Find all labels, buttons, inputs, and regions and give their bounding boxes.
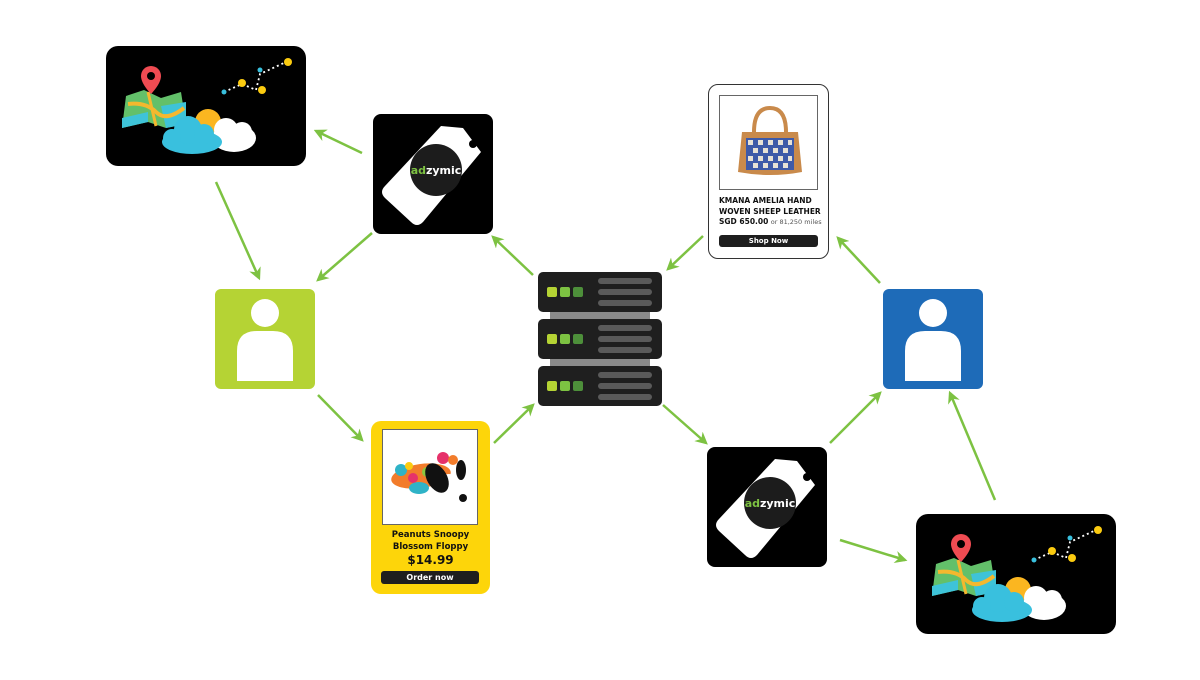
arrow-tag-bottom-to-user-right: [829, 391, 882, 444]
product-title-line1: KMANA AMELIA HAND: [719, 196, 812, 205]
ad-bag: KMANA AMELIA HAND WOVEN SHEEP LEATHER SG…: [708, 84, 829, 259]
user-icon: [237, 299, 293, 381]
arrow-server-to-tag-top: [491, 235, 534, 276]
product-title: KMANA AMELIA HAND WOVEN SHEEP LEATHER: [719, 195, 829, 217]
location-weather-icon: [122, 58, 292, 154]
arrow-context-card-bottom-to-user-right: [948, 390, 997, 501]
context-card-top: [106, 46, 306, 166]
product-price: SGD 650.00: [719, 217, 769, 226]
brand-ad: ad: [744, 496, 760, 510]
product-image-snoopy: [382, 429, 478, 525]
user-left: [215, 289, 315, 389]
adzymic-logo: adzymic: [410, 144, 462, 196]
ad-server: [538, 272, 662, 408]
cloud-white-icon: [1022, 586, 1066, 620]
adzymic-tag-top: adzymic: [373, 114, 493, 234]
handbag-image: [738, 105, 802, 175]
arrow-server-to-tag-bottom: [662, 404, 708, 445]
arrow-user-left-to-ad-snoopy: [317, 394, 364, 442]
adzymic-logo: adzymic: [744, 477, 796, 529]
product-title-line2: Blossom Floppy: [392, 542, 469, 552]
server-unit-1: [538, 272, 662, 312]
location-weather-icon: [932, 526, 1102, 622]
user-right: [883, 289, 983, 389]
arrow-ad-bag-to-server: [666, 235, 704, 271]
arrow-tag-top-to-user-left: [316, 232, 373, 282]
ad-snoopy: Peanuts Snoopy Blossom Floppy $14.99 Ord…: [371, 421, 490, 594]
cloud-white-icon: [212, 118, 256, 152]
arrow-ad-snoopy-to-server: [493, 403, 535, 444]
route-dots-icon: [221, 58, 292, 95]
server-unit-3: [538, 366, 662, 406]
context-card-bottom: [916, 514, 1116, 634]
arrow-context-card-top-to-user-left: [214, 181, 261, 281]
product-price: $14.99: [407, 553, 454, 567]
product-title-line2: WOVEN SHEEP LEATHER: [719, 207, 821, 216]
cloud-blue-icon: [162, 116, 222, 154]
arrow-user-right-to-ad-bag: [836, 236, 881, 284]
cloud-blue-icon: [972, 584, 1032, 622]
location-pin-icon: [141, 66, 161, 94]
product-title: Peanuts Snoopy Blossom Floppy: [371, 529, 490, 553]
server-unit-2: [538, 319, 662, 359]
brand-ad: ad: [410, 163, 426, 177]
order-now-button[interactable]: Order now: [381, 571, 479, 584]
route-dots-icon: [1031, 526, 1102, 563]
brand-zymic: zymic: [425, 163, 462, 177]
user-icon: [905, 299, 961, 381]
product-image-bag: [719, 95, 818, 190]
location-pin-icon: [951, 534, 971, 562]
product-price-miles: or 81,250 miles: [770, 218, 822, 226]
snoopy-plush-image: [391, 452, 467, 502]
map-icon: [122, 90, 186, 128]
brand-zymic: zymic: [759, 496, 796, 510]
adzymic-tag-bottom: adzymic: [707, 447, 827, 567]
arrow-tag-top-to-context-card-top: [313, 129, 363, 155]
product-title-line1: Peanuts Snoopy: [391, 530, 470, 540]
arrow-tag-bottom-to-context-card-bottom: [839, 538, 908, 564]
shop-now-button[interactable]: Shop Now: [719, 235, 818, 247]
product-price-row: SGD 650.00 or 81,250 miles: [719, 217, 829, 226]
